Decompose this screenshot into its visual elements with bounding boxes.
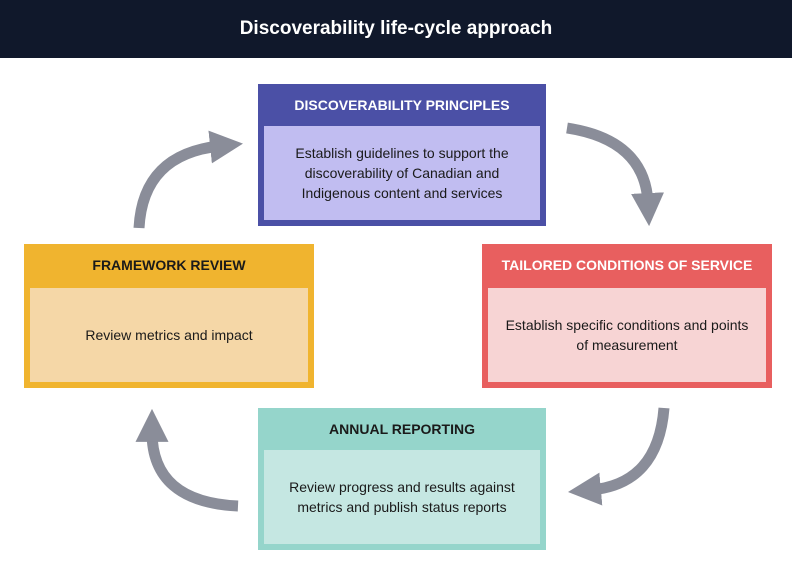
stage-description: Review metrics and impact	[30, 288, 308, 382]
stage-framework-review: FRAMEWORK REVIEW Review metrics and impa…	[24, 244, 314, 388]
arrow-principles-to-conditions	[566, 122, 665, 227]
arrow-conditions-to-reporting	[567, 407, 670, 506]
stage-discoverability-principles: DISCOVERABILITY PRINCIPLES Establish gui…	[258, 84, 546, 226]
diagram-title: Discoverability life-cycle approach	[0, 0, 792, 58]
arrow-reporting-to-review	[135, 408, 239, 512]
arrow-review-to-principles	[133, 130, 243, 229]
stage-description: Establish guidelines to support the disc…	[264, 126, 540, 220]
stage-description: Establish specific conditions and points…	[488, 288, 766, 382]
stage-title: TAILORED CONDITIONS OF SERVICE	[501, 257, 753, 273]
stage-description: Review progress and results against metr…	[264, 450, 540, 544]
stage-title: ANNUAL REPORTING	[329, 421, 475, 437]
stage-title: FRAMEWORK REVIEW	[92, 257, 246, 273]
stage-tailored-conditions: TAILORED CONDITIONS OF SERVICE Establish…	[482, 244, 772, 388]
stage-annual-reporting: ANNUAL REPORTING Review progress and res…	[258, 408, 546, 550]
stage-title: DISCOVERABILITY PRINCIPLES	[294, 97, 510, 113]
